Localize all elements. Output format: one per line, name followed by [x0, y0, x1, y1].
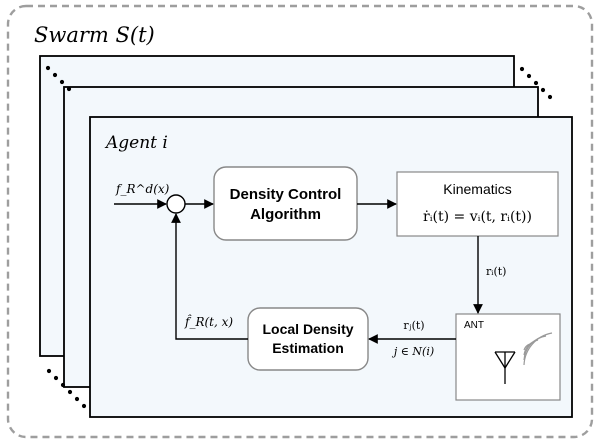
density-control-line1: Density Control [230, 186, 342, 203]
local-density-block [247, 307, 369, 371]
signal-waves-icon [523, 332, 553, 366]
antenna-icon [494, 351, 516, 384]
ellipsis-top-right-icon [519, 66, 553, 100]
ellipsis-bottom-left-icon [46, 368, 87, 409]
feedback-estimate-label: f̂_R(t, x) [184, 313, 233, 329]
local-density-line1: Local Density [262, 321, 353, 337]
feedback-arrow [171, 213, 248, 340]
kinematics-output-label: rᵢ(t) [486, 265, 506, 278]
density-control-line2: Algorithm [250, 206, 321, 223]
density-control-block [213, 166, 358, 241]
antenna-block [455, 313, 561, 401]
kinematics-title: Kinematics [443, 181, 511, 197]
antenna-label: ANT [464, 320, 484, 331]
ellipsis-top-left-icon [45, 65, 72, 92]
swarm-label: Swarm S(t) [34, 23, 155, 47]
agent-label: Agent i [104, 133, 168, 153]
input-desired-label: f_R^d(x) [115, 182, 170, 196]
summing-junction [166, 194, 186, 214]
local-density-line2: Estimation [272, 340, 344, 356]
kinematics-equation: ṙᵢ(t) = vᵢ(t, rᵢ(t)) [423, 209, 532, 225]
neighbor-positions-label: rⱼ(t) [403, 319, 424, 332]
swarm-boundary [6, 4, 594, 439]
neighbor-set-label: j ∈ N(i) [391, 345, 434, 358]
kinematics-block [396, 171, 559, 237]
